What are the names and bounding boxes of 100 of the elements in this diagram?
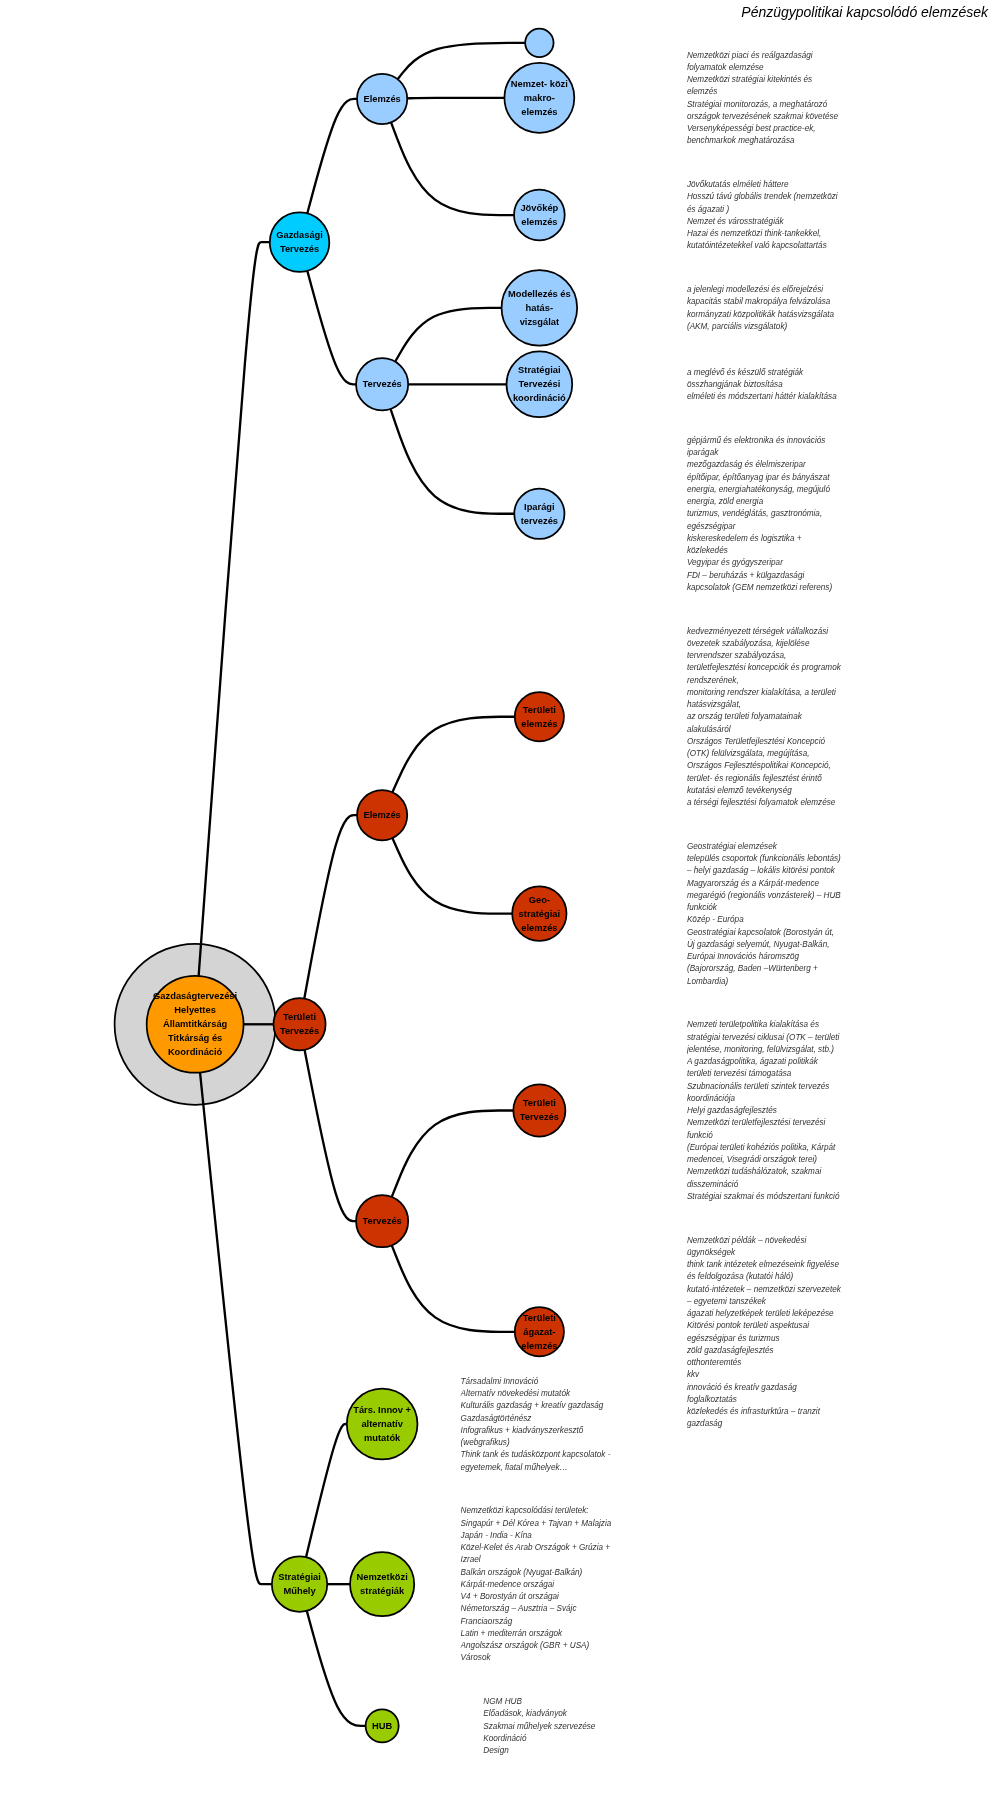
node-label: Nemzetközi területfejlesztési tervezési funkció bbox=[686, 1117, 826, 1140]
node-label: Városok bbox=[460, 1652, 491, 1663]
node-label: A gazdaságpolitika, ágazati politikák területi tervezési támogatása bbox=[686, 1056, 818, 1079]
node-circle: Geo- stratégiai elemzés bbox=[511, 885, 568, 942]
node-label: (Európai területi kohéziós politika, Kárpát medencei, Visegrádi országok terei) bbox=[686, 1142, 836, 1164]
node-label: Geostratégiai kapcsolatok (Borostyán út, Új gazdasági selyemút, Nyugat-Balkán, bbox=[686, 927, 834, 949]
connector bbox=[306, 270, 357, 386]
node-label: think tank intézetek elmezéseink figyelése és feldolgozása (kutatói háló) bbox=[686, 1259, 839, 1282]
node-label: Koordináció bbox=[483, 1733, 527, 1743]
node-circle: Területi Tervezés bbox=[512, 1083, 567, 1138]
node-circle: Területi elemzés bbox=[513, 691, 565, 743]
connector bbox=[303, 1049, 357, 1223]
node-label: NGM HUB bbox=[483, 1696, 522, 1706]
node-label: Stratégiai szakmai és módszertani funkció bbox=[686, 1191, 840, 1201]
node-circle: Elemzés bbox=[356, 789, 409, 842]
node-circle: Jövőkép elemzés bbox=[513, 188, 566, 242]
node-label: Geostratégiai elemzések bbox=[686, 841, 777, 851]
node-label: kiskereskedelem és logisztika + közlekedés bbox=[686, 533, 802, 555]
node-label: Jövőkutatás elméleti háttere bbox=[686, 179, 789, 189]
node-label: Think tank és tudásközpont kapcsolatok - egyetemek, fiatal műhelyek… bbox=[460, 1449, 611, 1472]
node-label: Magyarország és a Kárpát-medence bbox=[686, 878, 820, 888]
node-label: Balkán országok (Nyugat-Balkán) bbox=[460, 1566, 583, 1577]
node-label: Franciaország bbox=[460, 1615, 513, 1626]
node-label: Hazai és nemzetközi think-tankekkel, kutatóintézetekkel való kapcsolattartás bbox=[686, 228, 827, 251]
node-circle: Területi Tervezés bbox=[272, 997, 327, 1052]
node-circle: Gazdasági Tervezés bbox=[268, 211, 331, 273]
node-label: Előadások, kiadványok bbox=[483, 1708, 567, 1719]
node-label: Szakmai műhelyek szervezése bbox=[483, 1720, 596, 1731]
node-label: Nemzeti területpolitika kialakítása és stratégiai tervezési ciklusai (OTK – területi jelentése, monitoring, felülvizsgálat, stb.) bbox=[686, 1019, 840, 1054]
connector bbox=[389, 121, 514, 217]
node-label: Európai Innovációs háromszög (Bajorország, Baden –Würtenberg + Lombardia) bbox=[686, 951, 818, 986]
node-label: Singapúr + Dél Kórea + Tajvan + Malajzia bbox=[460, 1517, 612, 1528]
node-label: innováció és kreatív gazdaság bbox=[686, 1381, 797, 1392]
node-circle: Modellezés és hatás- vizsgálat bbox=[500, 269, 579, 347]
node-circle: Iparági tervezés bbox=[513, 487, 566, 540]
node-label: Vegyipar és gyógyszeripar bbox=[686, 557, 783, 568]
connector bbox=[396, 41, 526, 80]
connector bbox=[391, 715, 515, 793]
node-circle: Tervezés bbox=[355, 1194, 410, 1249]
node-label: a térségi fejlesztési folyamatok elemzése bbox=[686, 797, 836, 807]
node-label: Országos Területfejlesztési Koncepció (OTK) felülvizsgálata, megújítása, bbox=[686, 736, 826, 758]
node-label: közlekedés és infrasturktúra – tranzit gazdaság bbox=[686, 1406, 820, 1429]
connector bbox=[389, 408, 515, 515]
connector bbox=[390, 1109, 514, 1198]
node-label: Versenyképességi best practice-ek, benchmarkok meghatározása bbox=[686, 123, 816, 146]
connector bbox=[305, 1610, 366, 1728]
node-circle: Elemzés bbox=[356, 72, 409, 125]
node-label: Japán - India - Kína bbox=[460, 1530, 532, 1540]
node-label: Stratégiai monitorozás, a meghatározó országok tervezésének szakmai követése bbox=[686, 98, 839, 121]
node-label: Kárpát-medence országai bbox=[460, 1579, 555, 1589]
node-label: Design bbox=[483, 1745, 509, 1755]
node-circle: Stratégiai Műhely bbox=[271, 1555, 329, 1613]
node-label: Angolszász országok (GBR + USA) bbox=[460, 1640, 590, 1650]
note-text: Pénzügypolitikai kapcsolódó elemzések bbox=[740, 4, 988, 20]
node-label: Infografikus + kiadványszerkesztő (webgrafikus) bbox=[460, 1425, 584, 1447]
connector bbox=[407, 96, 505, 100]
node-label: Latin + mediterrán országok bbox=[460, 1628, 563, 1638]
node-label: Nemzetközi stratégiai kitekintés és elemzés bbox=[686, 74, 813, 97]
connector bbox=[197, 241, 270, 977]
node-label: Nemzetközi piaci és reálgazdasági folyamatok elemzése bbox=[686, 50, 813, 72]
node-label: kkv bbox=[686, 1369, 700, 1380]
node-label: egészségipar és turizmus bbox=[686, 1332, 780, 1343]
connector bbox=[304, 1422, 347, 1558]
connector bbox=[243, 1023, 274, 1026]
node-circle: Területi ágazat- elemzés bbox=[513, 1306, 565, 1358]
connector bbox=[394, 306, 502, 363]
node-label: Hosszú távú globális trendek (nemzetközi és ágazati ) bbox=[686, 191, 838, 214]
node-label: Gazdaságtörténész bbox=[460, 1412, 532, 1423]
node-label: Nemzetközi tudáshálózatok, szakmai disszemináció bbox=[686, 1166, 822, 1189]
node-label: Szubnacionális területi szintek tervezés koordinációja bbox=[686, 1081, 830, 1103]
node-label: FDI – beruházás + külgazdasági kapcsolatok (GEM nemzetközi referens) bbox=[686, 570, 833, 592]
node-label: Kulturális gazdaság + kreatív gazdaság bbox=[460, 1400, 604, 1411]
node-circle: Nemzetközi stratégiák bbox=[349, 1551, 416, 1618]
node-label: megarégió (regionális vonzásterek) – HUB funkciók bbox=[686, 890, 841, 912]
connector bbox=[408, 383, 507, 386]
node-label: Nemzet és városstratégiák bbox=[686, 216, 784, 226]
node-label: Alternatív növekedési mutatók bbox=[460, 1388, 571, 1398]
connector bbox=[198, 1072, 272, 1586]
node-circle: Nemzet- közi makro- elemzés bbox=[503, 62, 576, 134]
connector bbox=[327, 1583, 351, 1586]
node-label: zöld gazdaságfejlesztés bbox=[686, 1345, 774, 1355]
node-label: Nemzetközi kapcsolódási területek: bbox=[460, 1505, 589, 1516]
node-label: kormányzati közpolitikák hatásvizsgálata (AKM, parciális vizsgálatok) bbox=[686, 308, 834, 331]
node-label: Közép - Európa bbox=[686, 914, 744, 925]
node-label: Kitörési pontok területi aspektusai bbox=[686, 1320, 810, 1331]
node-label: Társadalmi Innováció bbox=[460, 1376, 539, 1386]
node-label: építőipar, építőanyag ipar és bányászat bbox=[686, 472, 830, 482]
node-label: az ország területi folyamatainak alakulásáról bbox=[686, 711, 802, 734]
node-circle: Tervezés bbox=[355, 357, 410, 412]
connector bbox=[390, 1244, 515, 1333]
node-label: mezőgazdaság és élelmiszeripar bbox=[686, 459, 806, 470]
node-label: ágazati helyzetképek területi leképezése bbox=[686, 1308, 834, 1318]
node-label: Közel-Kelet és Arab Országok + Grúzia + Izrael bbox=[460, 1542, 611, 1565]
node-circle: Társ. Innov + alternatív mutatók bbox=[345, 1387, 419, 1461]
node-label: Helyi gazdaságfejlesztés bbox=[686, 1105, 777, 1115]
node-label: foglalkoztatás bbox=[686, 1394, 737, 1404]
connector bbox=[306, 97, 358, 214]
node-label: Országos Fejlesztéspolitikai Koncepció, bbox=[686, 760, 831, 771]
node-label: V4 + Borostyán út országai bbox=[460, 1591, 559, 1601]
connector bbox=[303, 814, 358, 999]
